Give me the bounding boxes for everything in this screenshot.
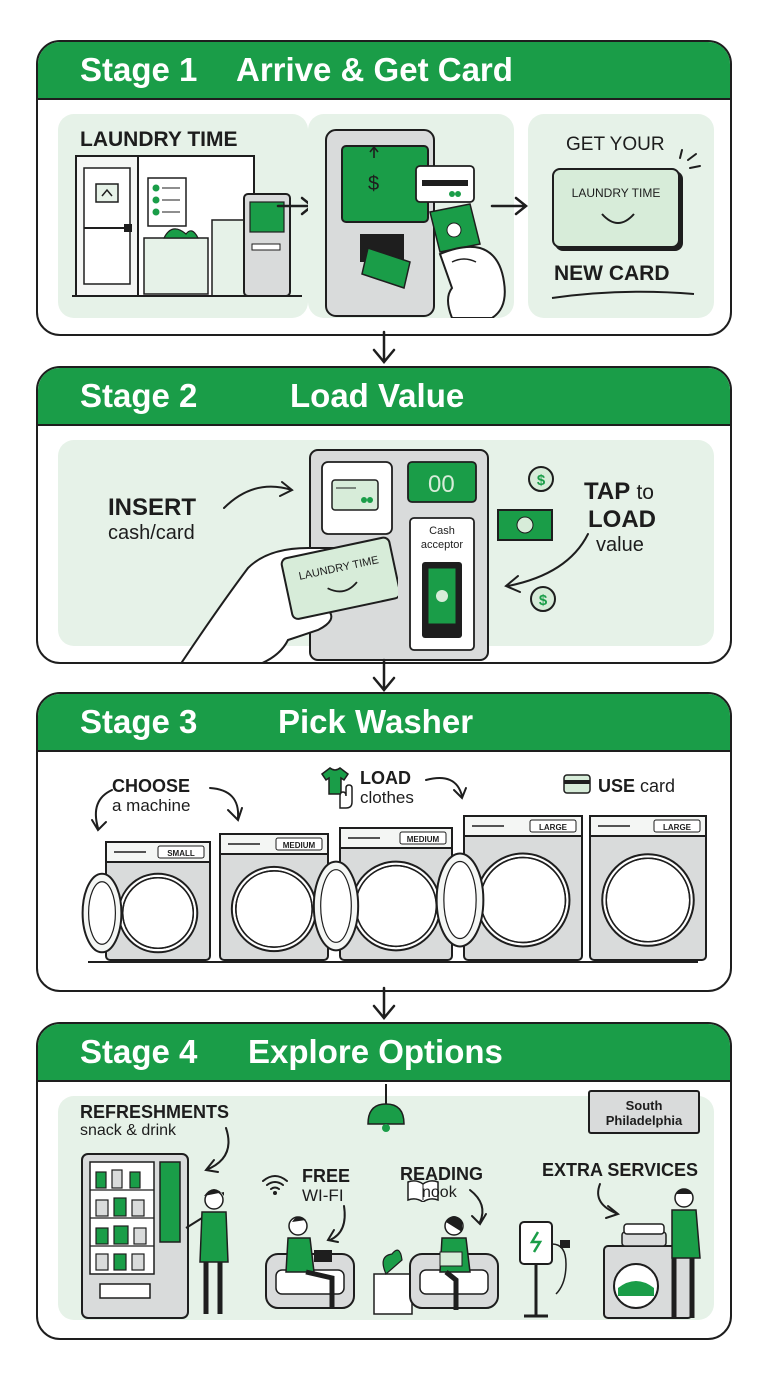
curved-arrow-icon bbox=[326, 1205, 346, 1243]
curved-arrow-icon bbox=[504, 533, 589, 593]
washer-machine[interactable]: MEDIUM bbox=[312, 827, 453, 961]
cash-card-label: cash/card bbox=[108, 522, 195, 544]
display-readout: 00 bbox=[428, 471, 455, 498]
card-label: card bbox=[640, 776, 676, 796]
stage-2-card: Stage 2 Load Value INSERT cash/card 00 C… bbox=[36, 366, 732, 664]
svg-text:$: $ bbox=[537, 472, 546, 489]
washer-machine[interactable]: MEDIUM bbox=[219, 833, 329, 961]
clothes-label: clothes bbox=[360, 788, 414, 807]
chevron-down-icon bbox=[372, 330, 396, 364]
card-kiosk-illustration: $ bbox=[325, 129, 506, 318]
stage-1-card: Stage 1 Arrive & Get Card LAUNDRY TIME $ bbox=[36, 40, 732, 336]
laundry-card: LAUNDRY TIME bbox=[552, 168, 680, 248]
stage-number: Stage 2 bbox=[80, 377, 198, 414]
stage-3-card: Stage 3 Pick Washer CHOOSE a machine LOA… bbox=[36, 692, 732, 992]
washer-machine[interactable]: SMALL bbox=[81, 841, 211, 961]
stage-title: Load Value bbox=[290, 377, 465, 414]
wifi-icon bbox=[262, 1175, 288, 1195]
stage-number: Stage 1 bbox=[80, 51, 198, 88]
dollar-sign: $ bbox=[368, 173, 379, 195]
card-brand: LAUNDRY TIME bbox=[571, 186, 661, 200]
extra-services-illustration bbox=[519, 1188, 701, 1319]
washer-machine[interactable]: LARGE bbox=[435, 815, 583, 961]
curved-arrow-icon bbox=[425, 777, 467, 800]
store-sign: LAUNDRY TIME bbox=[80, 128, 238, 151]
snack-drink-label: snack & drink bbox=[80, 1122, 177, 1139]
washer-machine[interactable]: LARGE bbox=[589, 815, 707, 961]
size-label: LARGE bbox=[663, 823, 692, 832]
curved-arrow-icon bbox=[223, 481, 294, 509]
tap-label: TAP to bbox=[584, 478, 654, 505]
nook-label: nook bbox=[422, 1184, 457, 1201]
curved-arrow-icon bbox=[204, 1127, 230, 1173]
stage-4-header: Stage 4 Explore Options bbox=[38, 1024, 730, 1082]
vending-machine-illustration bbox=[81, 1153, 229, 1319]
chevron-down-icon bbox=[372, 658, 396, 692]
load-label: LOAD bbox=[588, 506, 656, 533]
sparkle-icon bbox=[679, 149, 701, 169]
pendant-lamp-icon bbox=[367, 1084, 405, 1132]
insert-label: INSERT bbox=[108, 494, 197, 521]
stage-4-card: Stage 4 Explore Options South Philadelph… bbox=[36, 1022, 732, 1340]
cash-bill-icon bbox=[497, 509, 553, 541]
size-badge bbox=[529, 819, 577, 833]
stage-number: Stage 3 bbox=[80, 703, 198, 740]
to-label: to bbox=[636, 481, 654, 504]
load-clothes-label: LOAD bbox=[360, 768, 411, 788]
stage-1-header: Stage 1 Arrive & Get Card bbox=[38, 42, 730, 100]
hand-with-card-illustration: LAUNDRY TIME bbox=[180, 536, 398, 662]
location-sign: South Philadelphia bbox=[588, 1090, 700, 1134]
stage-2-header: Stage 2 Load Value bbox=[38, 368, 730, 426]
size-badge bbox=[157, 845, 205, 859]
chevron-down-icon bbox=[372, 986, 396, 1020]
card-icon bbox=[563, 774, 591, 794]
extra-services-label: EXTRA SERVICES bbox=[542, 1160, 699, 1180]
lounge-illustration bbox=[265, 1216, 499, 1315]
a-machine-label: a machine bbox=[112, 796, 191, 815]
wifi-label: WI-FI bbox=[302, 1186, 344, 1205]
size-badge bbox=[653, 819, 701, 833]
choose-label: CHOOSE bbox=[112, 776, 191, 796]
stage-number: Stage 4 bbox=[80, 1033, 198, 1070]
reading-label: READING bbox=[400, 1164, 484, 1184]
curved-arrow-icon bbox=[469, 1189, 487, 1226]
refreshments-label: REFRESHMENTS bbox=[80, 1102, 230, 1122]
underline-swoosh bbox=[551, 290, 695, 299]
curved-arrow-icon bbox=[209, 787, 243, 822]
new-card-label: NEW CARD bbox=[554, 262, 670, 285]
curved-arrow-icon bbox=[91, 789, 113, 832]
book-icon bbox=[407, 1180, 439, 1202]
free-label: FREE bbox=[302, 1166, 351, 1186]
stage-3-header: Stage 3 Pick Washer bbox=[38, 694, 730, 752]
size-label: LARGE bbox=[539, 823, 568, 832]
cash-acceptor-label: acceptor bbox=[421, 539, 464, 551]
use-card-label: USE card bbox=[598, 776, 676, 796]
smile-icon bbox=[601, 213, 635, 224]
cash-acceptor-label: Cash bbox=[429, 525, 455, 537]
curved-arrow-icon bbox=[597, 1183, 621, 1219]
get-your-label: GET YOUR bbox=[566, 134, 665, 155]
size-badge bbox=[275, 837, 323, 851]
arrow-right-icon bbox=[490, 196, 529, 216]
tshirt-icon bbox=[320, 767, 350, 795]
hand-tap-icon bbox=[339, 784, 353, 809]
svg-text:$: $ bbox=[539, 592, 548, 609]
value-label: value bbox=[596, 534, 644, 556]
stage-title: Pick Washer bbox=[278, 703, 474, 740]
washer-row: SMALL MEDIUM MEDIUM LARGE LARGE bbox=[81, 815, 707, 963]
size-label: MEDIUM bbox=[283, 841, 316, 850]
stage-title: Arrive & Get Card bbox=[236, 51, 513, 88]
store-front-illustration bbox=[72, 155, 302, 297]
dollar-coin-icon: $ bbox=[530, 586, 556, 612]
dollar-coin-icon: $ bbox=[528, 466, 554, 492]
stage-title: Explore Options bbox=[248, 1033, 503, 1070]
size-label: SMALL bbox=[167, 849, 195, 858]
size-badge bbox=[399, 831, 447, 845]
size-label: MEDIUM bbox=[407, 835, 440, 844]
sign-text: South Philadelphia bbox=[605, 1098, 683, 1128]
